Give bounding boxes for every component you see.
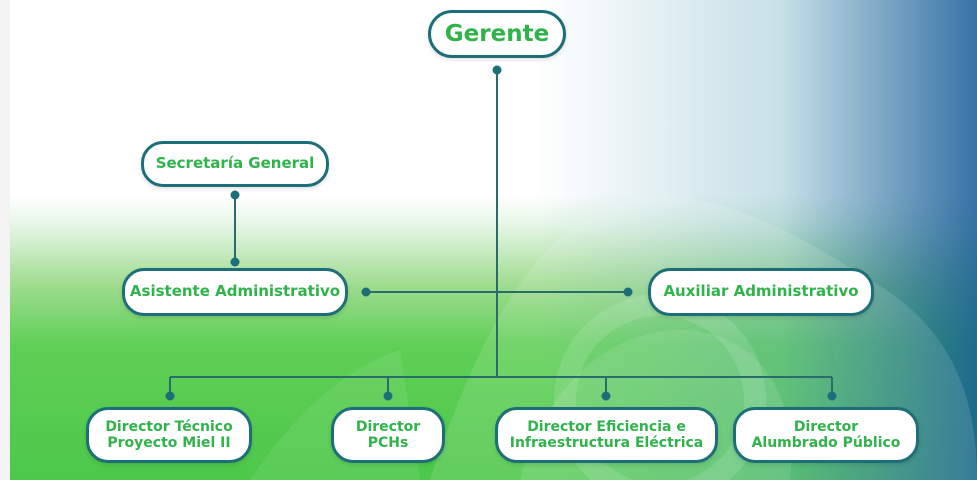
node-asistente-administrativo: Asistente Administrativo [122,268,348,316]
node-director-tecnico-line1: Director Técnico [105,418,233,435]
node-gerente: Gerente [428,10,566,58]
left-edge-strip [0,0,10,480]
node-auxiliar-label: Auxiliar Administrativo [663,282,859,301]
node-secretaria-label: Secretaría General [155,154,315,173]
node-director-alumbrado-line2: Alumbrado Público [751,435,901,451]
connector-dot [361,287,371,297]
node-director-pchs: Director PCHs [331,407,445,463]
connector-dot [383,391,393,401]
connector-dot [827,391,837,401]
connector-dot [492,65,502,75]
node-director-eficiencia-line2: Infraestructura Eléctrica [509,435,704,451]
node-auxiliar-administrativo: Auxiliar Administrativo [648,268,874,316]
node-director-eficiencia-line1: Director Eficiencia e [527,418,686,435]
node-director-alumbrado: Director Alumbrado Público [733,407,919,463]
node-director-pchs-line1: Director [355,418,421,435]
connector-dot [623,287,633,297]
connector-dot [601,391,611,401]
node-director-pchs-line2: PCHs [367,435,409,451]
connector-dot [165,391,175,401]
node-director-tecnico: Director Técnico Proyecto Miel II [86,407,252,463]
node-gerente-label: Gerente [444,20,550,47]
node-asistente-label: Asistente Administrativo [129,282,341,301]
connector-dot [230,190,240,200]
node-director-tecnico-line2: Proyecto Miel II [107,435,231,451]
node-director-alumbrado-line1: Director [793,418,859,435]
node-secretaria-general: Secretaría General [141,141,329,187]
connector-dot [230,257,240,267]
node-director-eficiencia: Director Eficiencia e Infraestructura El… [495,407,718,463]
